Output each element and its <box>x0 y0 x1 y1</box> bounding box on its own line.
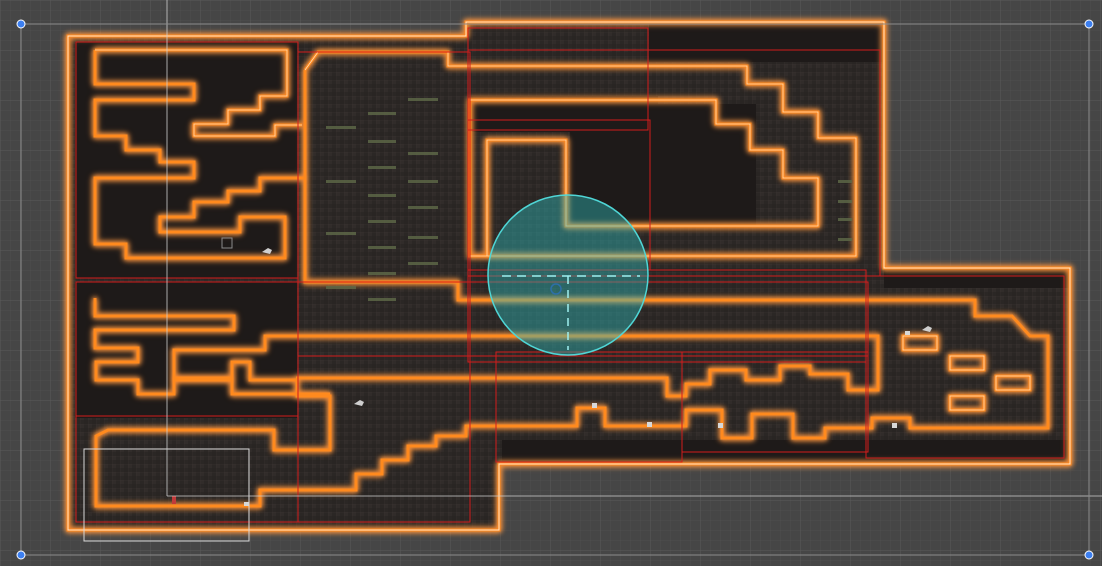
room-bound-9[interactable] <box>297 281 869 357</box>
level-outer-border-core <box>67 21 1071 531</box>
handle-top-right[interactable] <box>1084 19 1094 29</box>
camera-view-rect[interactable] <box>83 448 250 542</box>
wall-left-mid <box>93 298 330 396</box>
wall-top-left-b <box>93 50 305 260</box>
room-bound-11[interactable] <box>681 351 869 453</box>
platform-ledges <box>326 98 852 301</box>
player-marker-icon[interactable] <box>172 496 176 504</box>
bird-sprite-icon[interactable] <box>262 248 932 406</box>
pickup-markers <box>244 331 910 506</box>
circle-collider-gizmo-icon[interactable] <box>487 194 649 356</box>
room-bound-12[interactable] <box>865 275 1065 459</box>
handle-top-left[interactable] <box>16 19 26 29</box>
handle-bottom-left[interactable] <box>16 550 26 560</box>
player-spawn-icon[interactable] <box>221 237 233 249</box>
selection-bounds[interactable] <box>20 23 1090 556</box>
wall-center-left <box>94 70 1050 508</box>
handle-bottom-right[interactable] <box>1084 550 1094 560</box>
